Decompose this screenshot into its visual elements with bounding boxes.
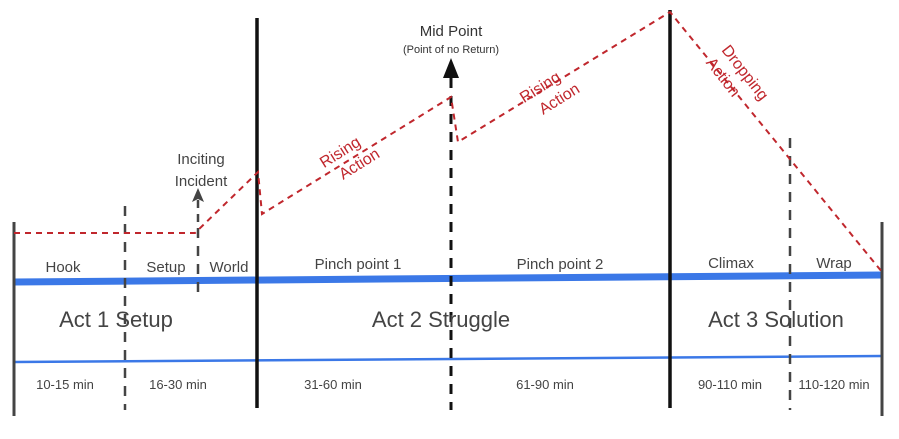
dropping-action: Dropping Action <box>702 42 771 104</box>
inciting-arrow-icon <box>192 188 204 202</box>
beat-climax: Climax <box>708 255 754 272</box>
main-timeline-bar <box>13 271 883 286</box>
duration-2: 16-30 min <box>149 377 207 392</box>
duration-4: 61-90 min <box>516 377 574 392</box>
duration-3: 31-60 min <box>304 377 362 392</box>
duration-5: 90-110 min <box>698 377 762 392</box>
beat-hook: Hook <box>45 259 81 276</box>
beat-setup: Setup <box>146 259 185 276</box>
act-3-label: Act 3 Solution <box>708 307 844 332</box>
midpoint-subtitle: (Point of no Return) <box>403 44 499 56</box>
rising-action-1: Rising Action <box>317 134 383 184</box>
inciting-label-line2: Incident <box>175 173 228 190</box>
inciting-label-line1: Inciting <box>177 151 225 168</box>
beat-world: World <box>210 259 249 276</box>
beat-pinch-point-2: Pinch point 2 <box>517 256 604 273</box>
act-1-label: Act 1 Setup <box>59 307 173 332</box>
duration-timeline-bar <box>13 354 883 364</box>
beat-wrap: Wrap <box>816 255 852 272</box>
midpoint-arrow-icon <box>443 58 459 78</box>
duration-1: 10-15 min <box>36 377 94 392</box>
beat-pinch-point-1: Pinch point 1 <box>315 256 402 273</box>
rising-action-2: Rising Action <box>517 69 583 119</box>
midpoint-title: Mid Point <box>420 23 483 40</box>
act-2-label: Act 2 Struggle <box>372 307 510 332</box>
tension-line <box>14 10 883 273</box>
duration-6: 110-120 min <box>798 377 869 392</box>
